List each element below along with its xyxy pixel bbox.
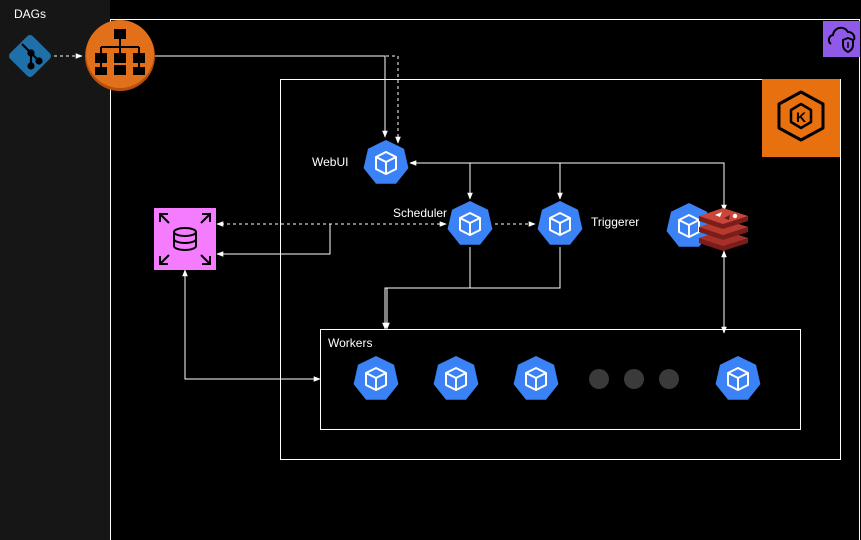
hierarchy-icon xyxy=(85,20,155,91)
database-workers-connector xyxy=(182,269,321,382)
worker-pod-icon xyxy=(432,355,480,401)
cloud-shield-icon xyxy=(823,21,860,57)
hub-to-webui-connector xyxy=(152,55,388,138)
ellipsis-dot xyxy=(624,369,644,389)
triggerer-pod-icon xyxy=(536,200,584,246)
webui-label: WebUI xyxy=(312,155,349,169)
scheduler-pod-icon xyxy=(446,200,494,246)
triggerer-to-workers-connector xyxy=(384,247,561,330)
eks-icon: K xyxy=(762,79,840,157)
webui-redis-connector xyxy=(560,162,727,212)
redis-icon xyxy=(699,208,748,251)
ellipsis-dot xyxy=(659,369,679,389)
git-icon xyxy=(9,35,51,77)
database-icon xyxy=(154,208,216,270)
aws-cloud-boundary xyxy=(110,19,860,540)
scheduler-label: Scheduler xyxy=(393,206,448,220)
webui-scheduler-connector xyxy=(409,160,473,200)
webui-triggerer-connector xyxy=(470,162,563,200)
ellipsis-dot xyxy=(589,369,609,389)
left-panel xyxy=(0,0,110,540)
webui-pod-icon xyxy=(362,139,410,185)
worker-pod-icon xyxy=(352,355,400,401)
hub-to-webui-dashed-connector xyxy=(152,55,401,144)
worker-pod-icon xyxy=(512,355,560,401)
dags-label: DAGs xyxy=(14,7,47,21)
svg-text:K: K xyxy=(796,109,806,125)
workers-label: Workers xyxy=(328,336,373,350)
scheduler-database-connector xyxy=(216,224,331,257)
worker-pod-icon xyxy=(714,355,762,401)
triggerer-label: Triggerer xyxy=(591,215,640,229)
